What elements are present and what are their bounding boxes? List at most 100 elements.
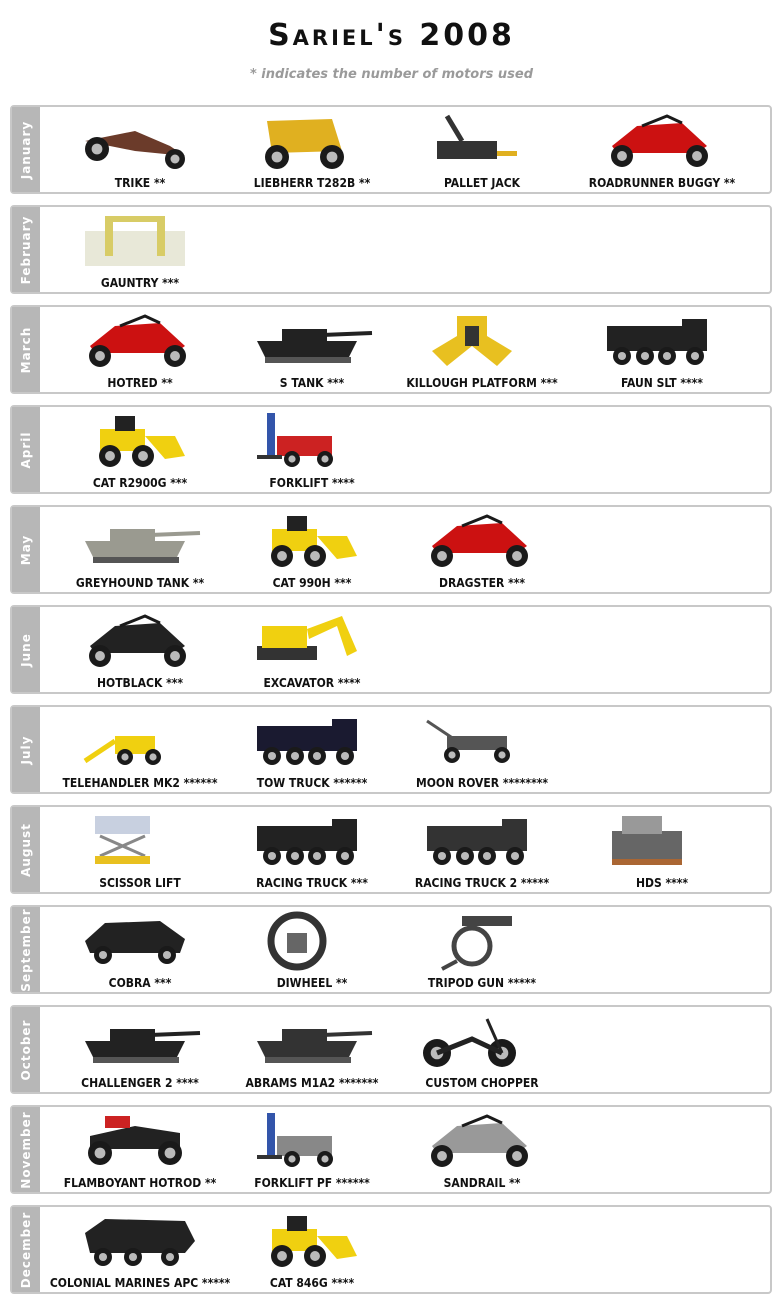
model-label: HOTRED ** xyxy=(107,376,173,390)
model-item[interactable]: FLAMBOYANT HOTROD ** xyxy=(64,1107,216,1192)
truck-icon xyxy=(237,711,387,771)
model-item[interactable]: EXCAVATOR **** xyxy=(237,607,387,692)
model-item[interactable]: RACING TRUCK *** xyxy=(237,807,387,892)
model-label: FLAMBOYANT HOTROD ** xyxy=(63,1176,217,1190)
model-item[interactable]: ROADRUNNER BUGGY ** xyxy=(577,107,747,192)
chopper-icon xyxy=(402,1011,562,1071)
crane-icon xyxy=(577,811,747,871)
model-label: COLONIAL MARINES APC ***** xyxy=(49,1276,231,1290)
model-item[interactable]: SANDRAIL ** xyxy=(402,1107,562,1192)
model-label: HDS **** xyxy=(635,876,689,890)
model-label: CAT 990H *** xyxy=(272,576,352,590)
model-label: EXCAVATOR **** xyxy=(263,676,361,690)
model-label: KILLOUGH PLATFORM *** xyxy=(406,376,558,390)
tank-icon xyxy=(65,511,215,571)
buggy-icon xyxy=(402,511,562,571)
page-title: Sariel's 2008 xyxy=(268,18,515,53)
model-item[interactable]: RACING TRUCK 2 ***** xyxy=(402,807,562,892)
model-label: CHALLENGER 2 **** xyxy=(81,1076,199,1090)
month-tab: June xyxy=(12,607,40,692)
telehandler-icon xyxy=(65,711,215,771)
model-label: FAUN SLT **** xyxy=(621,376,703,390)
model-item[interactable]: PALLET JACK xyxy=(402,107,562,192)
model-label: GREYHOUND TANK ** xyxy=(75,576,205,590)
month-tab: March xyxy=(12,307,40,392)
model-item[interactable]: TELEHANDLER MK2 ****** xyxy=(63,707,217,792)
model-item[interactable]: GAUNTRY *** xyxy=(65,207,215,292)
model-item[interactable]: HOTBLACK *** xyxy=(65,607,215,692)
month-label: May xyxy=(19,534,33,565)
buggy-icon xyxy=(65,611,215,671)
model-item[interactable]: CUSTOM CHOPPER xyxy=(402,1007,562,1092)
month-label: August xyxy=(19,822,33,877)
tank-icon xyxy=(237,1011,387,1071)
model-label: DIWHEEL ** xyxy=(276,976,348,990)
model-item[interactable]: GREYHOUND TANK ** xyxy=(65,507,215,592)
month-tab: February xyxy=(12,207,40,292)
month-label: March xyxy=(19,326,33,373)
model-item[interactable]: ABRAMS M1A2 ******* xyxy=(237,1007,387,1092)
model-label: CUSTOM CHOPPER xyxy=(425,1076,539,1090)
model-label: MOON ROVER ******** xyxy=(416,776,548,790)
truck-icon xyxy=(577,311,747,371)
model-item[interactable]: S TANK *** xyxy=(237,307,387,392)
model-label: TOW TRUCK ****** xyxy=(256,776,368,790)
month-row-august: August SCISSOR LIFT RACING TRUCK *** RACING… xyxy=(10,805,772,894)
model-item[interactable]: SCISSOR LIFT xyxy=(65,807,215,892)
model-label: RACING TRUCK 2 ***** xyxy=(414,876,550,890)
model-label: FORKLIFT PF ****** xyxy=(254,1176,370,1190)
model-item[interactable]: FAUN SLT **** xyxy=(577,307,747,392)
model-label: FORKLIFT **** xyxy=(269,476,355,490)
model-label: PALLET JACK xyxy=(443,176,521,190)
model-item[interactable]: CAT 846G **** xyxy=(237,1207,387,1292)
diwheel-icon xyxy=(237,911,387,971)
model-item[interactable]: HDS **** xyxy=(577,807,747,892)
model-item[interactable]: COLONIAL MARINES APC ***** xyxy=(50,1207,230,1292)
month-tab: September xyxy=(12,907,40,992)
model-item[interactable]: TOW TRUCK ****** xyxy=(237,707,387,792)
model-label: COBRA *** xyxy=(108,976,172,990)
dump-truck-icon xyxy=(237,111,387,171)
model-item[interactable]: DIWHEEL ** xyxy=(237,907,387,992)
truck-icon xyxy=(237,811,387,871)
month-tab: August xyxy=(12,807,40,892)
model-label: SANDRAIL ** xyxy=(443,1176,521,1190)
model-item[interactable]: FORKLIFT **** xyxy=(237,407,387,492)
model-item[interactable]: MOON ROVER ******** xyxy=(402,707,562,792)
model-item[interactable]: CAT R2900G *** xyxy=(65,407,215,492)
loader-icon xyxy=(65,411,215,471)
model-label: CAT 846G **** xyxy=(269,1276,355,1290)
model-label: CAT R2900G *** xyxy=(92,476,188,490)
model-item[interactable]: COBRA *** xyxy=(65,907,215,992)
month-label: October xyxy=(19,1019,33,1080)
model-label: ROADRUNNER BUGGY ** xyxy=(588,176,736,190)
forklift-icon xyxy=(237,1111,387,1171)
model-item[interactable]: LIEBHERR T282B ** xyxy=(237,107,387,192)
model-item[interactable]: FORKLIFT PF ****** xyxy=(237,1107,387,1192)
month-label: June xyxy=(19,632,33,667)
platform-icon xyxy=(402,311,562,371)
model-item[interactable]: DRAGSTER *** xyxy=(402,507,562,592)
model-item[interactable]: CHALLENGER 2 **** xyxy=(65,1007,215,1092)
model-label: HOTBLACK *** xyxy=(96,676,183,690)
month-label: July xyxy=(19,735,33,764)
model-item[interactable]: KILLOUGH PLATFORM *** xyxy=(402,307,562,392)
model-label: GAUNTRY *** xyxy=(100,276,180,290)
model-item[interactable]: TRIPOD GUN ***** xyxy=(402,907,562,992)
loader-icon xyxy=(237,511,387,571)
model-item[interactable]: CAT 990H *** xyxy=(237,507,387,592)
month-tab: April xyxy=(12,407,40,492)
model-label: TRIPOD GUN ***** xyxy=(427,976,537,990)
model-item[interactable]: HOTRED ** xyxy=(65,307,215,392)
model-label: TRIKE ** xyxy=(114,176,166,190)
tank-icon xyxy=(237,311,387,371)
month-tab: November xyxy=(12,1107,40,1192)
car-icon xyxy=(65,911,215,971)
model-item[interactable]: TRIKE ** xyxy=(65,107,215,192)
truck-icon xyxy=(402,811,562,871)
